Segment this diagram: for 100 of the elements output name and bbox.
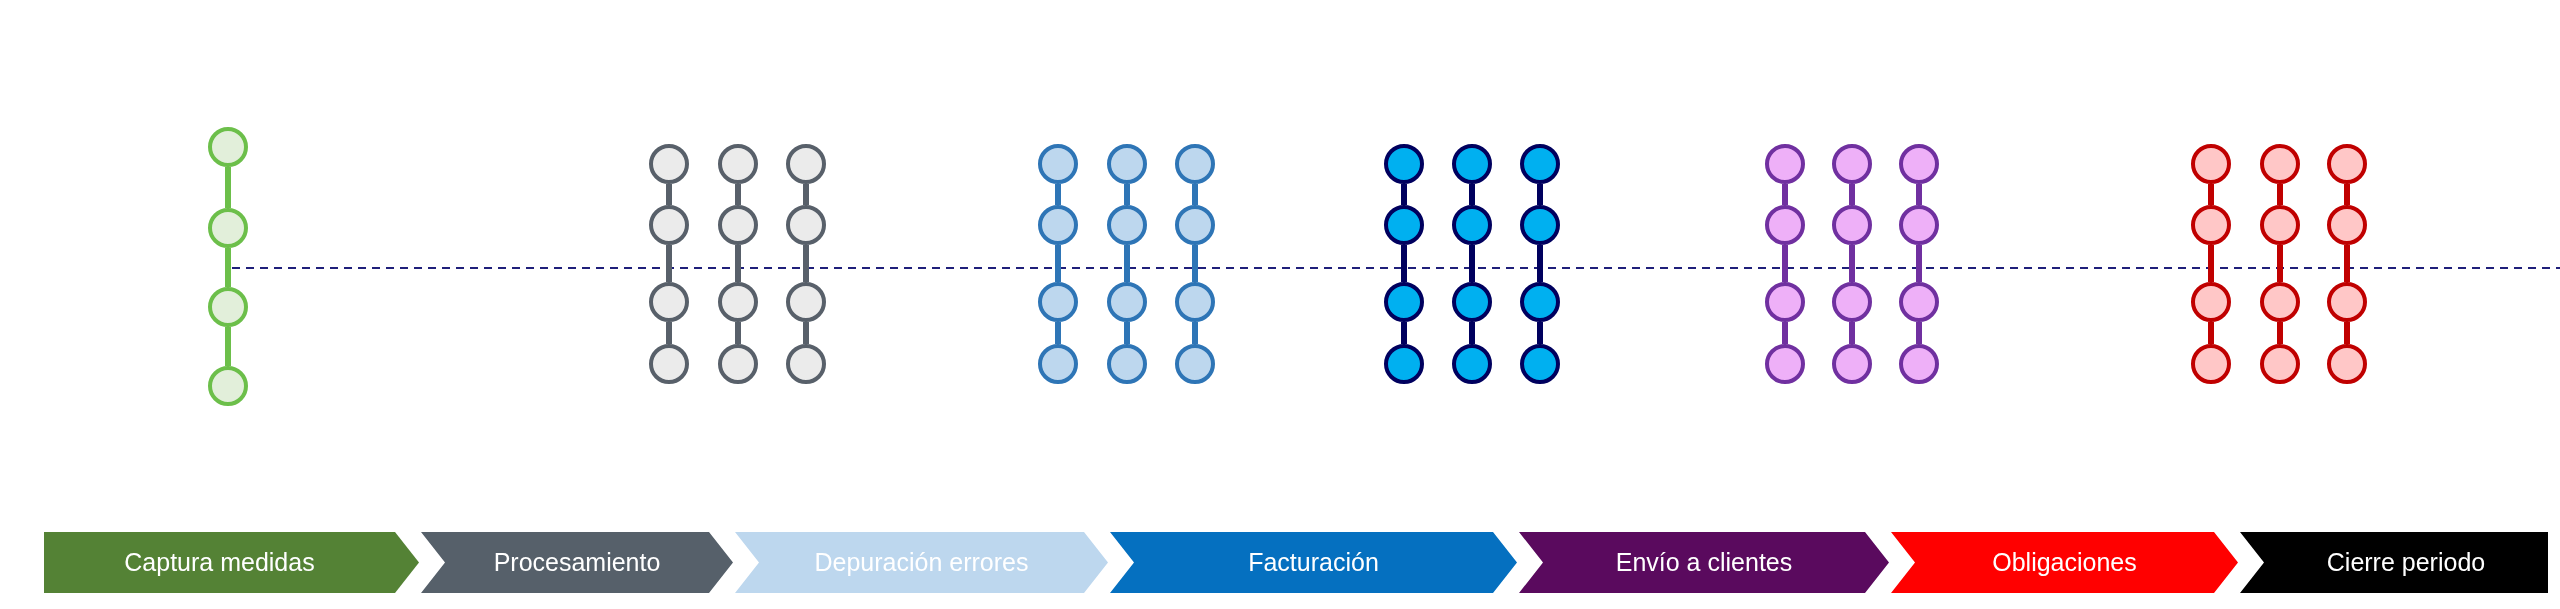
connector-line [1782, 322, 1788, 344]
circle-node [786, 205, 826, 245]
connector-line [666, 245, 672, 282]
connector-line [2344, 245, 2350, 282]
connector-line [1055, 184, 1061, 205]
process-step: Obligaciones [1891, 532, 2238, 593]
circle-node [786, 344, 826, 384]
connector-line [1782, 184, 1788, 205]
circle-node [1384, 205, 1424, 245]
circle-node [1038, 144, 1078, 184]
connector-line [2277, 322, 2283, 344]
process-step: Captura medidas [44, 532, 419, 593]
connector-line [2208, 245, 2214, 282]
circle-node [1452, 282, 1492, 322]
connector-line [1537, 245, 1543, 282]
circle-node [2327, 205, 2367, 245]
connector-line [1916, 245, 1922, 282]
circle-node [1107, 344, 1147, 384]
circle-node [1107, 205, 1147, 245]
circle-node [718, 144, 758, 184]
circle-node [1384, 282, 1424, 322]
circle-node [2327, 144, 2367, 184]
circle-node [1452, 344, 1492, 384]
connector-line [1124, 245, 1130, 282]
connector-line [2208, 322, 2214, 344]
circle-node [1452, 144, 1492, 184]
connector-line [1537, 322, 1543, 344]
connector-line [803, 184, 809, 205]
connector-line [1401, 322, 1407, 344]
connector-line [1469, 322, 1475, 344]
connector-line [2344, 184, 2350, 205]
process-step: Envío a clientes [1519, 532, 1889, 593]
circle-node [1832, 282, 1872, 322]
circle-node [1899, 144, 1939, 184]
circle-node [2260, 144, 2300, 184]
circle-node [1175, 282, 1215, 322]
circle-node [649, 205, 689, 245]
circle-node [1832, 205, 1872, 245]
circle-node [1899, 282, 1939, 322]
circle-node [2191, 144, 2231, 184]
circle-node [1765, 282, 1805, 322]
circle-node [718, 205, 758, 245]
circle-node [1175, 344, 1215, 384]
circle-node [2191, 344, 2231, 384]
connector-line [666, 322, 672, 344]
circle-node [1107, 144, 1147, 184]
process-step: Cierre periodo [2240, 532, 2548, 593]
circle-node [1765, 344, 1805, 384]
connector-line [1192, 245, 1198, 282]
circle-node [1520, 344, 1560, 384]
circle-node [649, 344, 689, 384]
connector-line [1401, 184, 1407, 205]
connector-line [1055, 245, 1061, 282]
circle-node [1107, 282, 1147, 322]
circle-node [1452, 205, 1492, 245]
connector-line [1469, 245, 1475, 282]
connector-line [1916, 184, 1922, 205]
connector-line [1192, 322, 1198, 344]
process-step: Depuración errores [735, 532, 1108, 593]
circle-node [1832, 344, 1872, 384]
circle-node [1038, 282, 1078, 322]
circle-node [1899, 344, 1939, 384]
circle-node [1899, 205, 1939, 245]
connector-line [1537, 184, 1543, 205]
circle-node [2327, 282, 2367, 322]
circle-node [718, 282, 758, 322]
circle-node [1175, 144, 1215, 184]
connector-line [1469, 184, 1475, 205]
circle-node [208, 366, 248, 406]
connector-line [735, 322, 741, 344]
connector-line [1192, 184, 1198, 205]
circle-node [1520, 282, 1560, 322]
connector-line [2277, 184, 2283, 205]
connector-line [1916, 322, 1922, 344]
connector-line [2208, 184, 2214, 205]
circle-node [2260, 205, 2300, 245]
circle-node [2327, 344, 2367, 384]
connector-line [2277, 245, 2283, 282]
circle-node [2260, 282, 2300, 322]
connector-line [1401, 245, 1407, 282]
circle-node [786, 144, 826, 184]
circle-node [718, 344, 758, 384]
connector-line [803, 245, 809, 282]
connector-line [735, 245, 741, 282]
circle-node [1520, 144, 1560, 184]
circle-node [786, 282, 826, 322]
circle-node [208, 287, 248, 327]
circle-node [1384, 144, 1424, 184]
circle-node [1038, 205, 1078, 245]
circle-node [208, 208, 248, 248]
circle-node [649, 282, 689, 322]
connector-line [1849, 322, 1855, 344]
circle-node [2260, 344, 2300, 384]
connector-line [2344, 322, 2350, 344]
circle-node [1832, 144, 1872, 184]
connector-line [225, 248, 231, 287]
connector-line [1124, 322, 1130, 344]
connector-line [735, 184, 741, 205]
circle-node [2191, 282, 2231, 322]
connector-line [803, 322, 809, 344]
